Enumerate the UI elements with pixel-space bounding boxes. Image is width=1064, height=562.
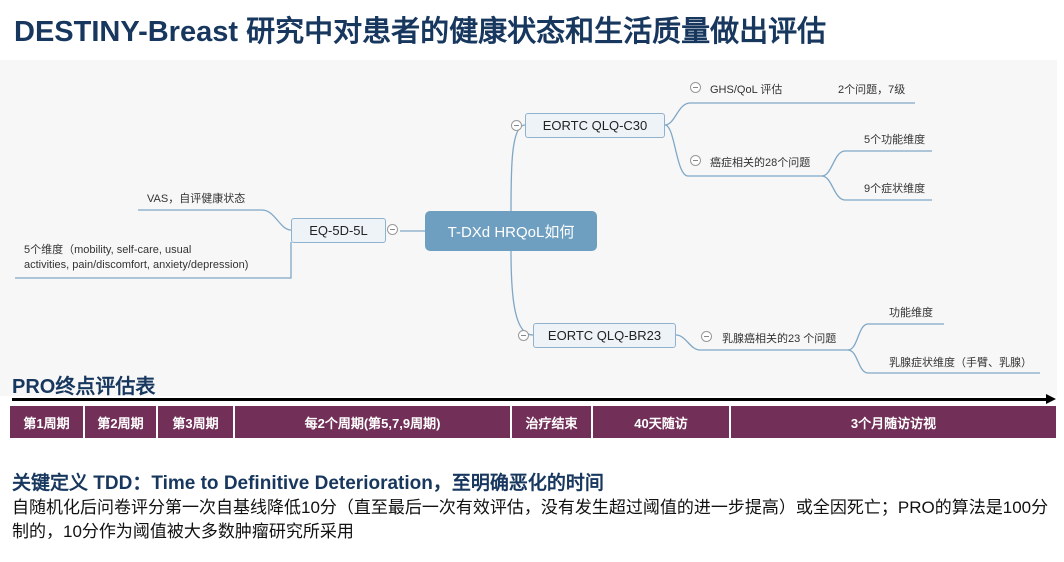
dims-label-1: 5个维度（mobility, self-care, usual bbox=[24, 244, 192, 256]
dims-label-2: activities, pain/discomfort, anxiety/dep… bbox=[24, 259, 249, 271]
slide-title: DESTINY-Breast 研究中对患者的健康状态和生活质量做出评估 bbox=[14, 16, 827, 48]
collapse-icon[interactable] bbox=[690, 82, 701, 93]
timeline-cell: 第1周期 bbox=[10, 406, 83, 438]
collapse-icon[interactable] bbox=[701, 331, 712, 342]
eq5d-node[interactable]: EQ-5D-5L bbox=[291, 218, 386, 243]
collapse-icon[interactable] bbox=[518, 330, 529, 341]
timeline-cell: 40天随访 bbox=[593, 406, 729, 438]
breast-label: 乳腺癌相关的23 个问题 bbox=[722, 333, 837, 345]
arrowhead-icon bbox=[1046, 394, 1056, 404]
timeline-cell: 第2周期 bbox=[85, 406, 156, 438]
br-symp-label: 乳腺症状维度（手臂、乳腺） bbox=[889, 357, 1032, 369]
tdd-heading: 关键定义 TDD：Time to Definitive Deterioratio… bbox=[12, 473, 604, 494]
ghs-detail: 2个问题，7级 bbox=[838, 84, 906, 96]
func-label: 5个功能维度 bbox=[864, 134, 926, 146]
timeline-cell: 治疗结束 bbox=[512, 406, 591, 438]
symp-label: 9个症状维度 bbox=[864, 183, 926, 195]
collapse-icon[interactable] bbox=[387, 224, 398, 235]
center-node[interactable]: T-DXd HRQoL如何 bbox=[425, 211, 597, 251]
br-func-label: 功能维度 bbox=[889, 307, 933, 319]
timeline-cell: 每2个周期(第5,7,9周期) bbox=[235, 406, 510, 438]
collapse-icon[interactable] bbox=[511, 120, 522, 131]
collapse-icon[interactable] bbox=[690, 155, 701, 166]
tdd-description: 自随机化后问卷评分第一次自基线降低10分（直至最后一次有效评估，没有发生超过阈值… bbox=[12, 498, 1049, 541]
ghs-label: GHS/QoL 评估 bbox=[710, 84, 783, 96]
vas-label: VAS，自评健康状态 bbox=[147, 193, 246, 205]
timeline-cell: 第3周期 bbox=[158, 406, 233, 438]
pro-title: PRO终点评估表 bbox=[12, 376, 156, 398]
br23-node[interactable]: EORTC QLQ-BR23 bbox=[533, 323, 676, 348]
cancer-label: 癌症相关的28个问题 bbox=[710, 157, 811, 169]
timeline-arrow bbox=[12, 398, 1052, 401]
c30-node[interactable]: EORTC QLQ-C30 bbox=[525, 113, 665, 138]
timeline-cell: 3个月随访访视 bbox=[731, 406, 1056, 438]
